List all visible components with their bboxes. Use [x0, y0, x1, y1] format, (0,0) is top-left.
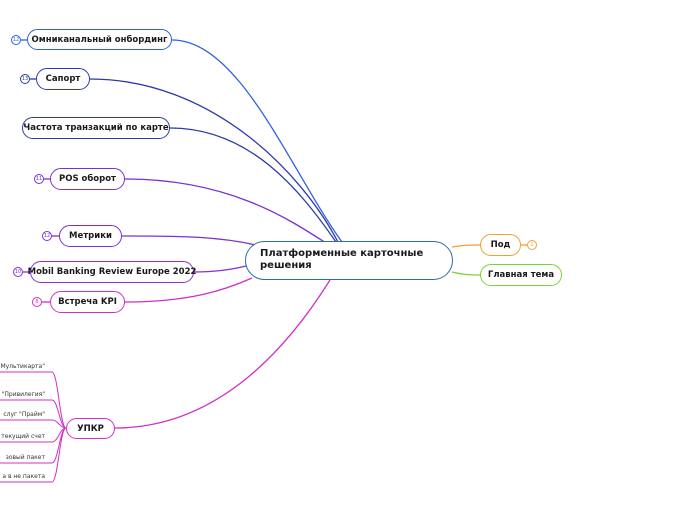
topic-metrics-label: Метрики: [69, 231, 112, 241]
topic-pos-turnover-label: POS оборот: [58, 174, 116, 184]
badge-kpi[interactable]: 8: [32, 297, 42, 307]
badge-support[interactable]: 13: [20, 74, 30, 84]
link-kpi: [124, 277, 253, 303]
badge-pos[interactable]: 11: [34, 174, 44, 184]
topic-upkr[interactable]: УПКР: [66, 418, 115, 439]
link-mbr: [193, 265, 247, 273]
topic-pos-turnover[interactable]: POS оборот: [50, 168, 125, 190]
topic-main-topic-label: Главная тема: [487, 270, 555, 280]
topic-metrics[interactable]: Метрики: [59, 225, 122, 247]
upkr-leaf-1[interactable]: Мультикарта": [0, 363, 45, 370]
link-upkr: [114, 279, 331, 429]
topic-card-transaction-frequency-label: Частота транзакций по карте: [23, 123, 169, 133]
badge-pod[interactable]: 1: [527, 240, 537, 250]
topic-kpi-meeting[interactable]: Встреча KPI: [50, 291, 125, 313]
link-pos: [124, 178, 327, 244]
upkr-leaf-link-2: [51, 399, 67, 429]
upkr-leaf-2[interactable]: "Привилегия": [1, 391, 45, 398]
link-main: [451, 271, 481, 276]
badge-mbr[interactable]: 10: [13, 267, 23, 277]
topic-main-topic[interactable]: Главная тема: [480, 264, 562, 286]
badge-metrics[interactable]: 12: [42, 231, 52, 241]
topic-omni-onboarding-label: Омниканальный онбординг: [31, 34, 168, 45]
upkr-leaf-link-1: [51, 371, 67, 429]
topic-mobile-banking-review[interactable]: Mobil Banking Review Europe 2022: [27, 261, 197, 283]
upkr-leaf-link-6: [51, 427, 67, 483]
topic-card-transaction-frequency[interactable]: Частота транзакций по карте: [22, 117, 170, 139]
topic-kpi-meeting-label: Встреча KPI: [58, 297, 117, 307]
upkr-leaf-4[interactable]: текущий счет: [1, 433, 45, 440]
upkr-leaf-3[interactable]: слуг "Прайм": [3, 411, 45, 418]
upkr-leaf-5[interactable]: зовый пакет: [5, 454, 45, 461]
topic-support[interactable]: Сапорт: [36, 68, 90, 90]
topic-upkr-label: УПКР: [77, 423, 104, 434]
link-freq: [169, 127, 337, 243]
topic-pod[interactable]: Под: [480, 234, 521, 256]
link-omni: [171, 39, 343, 243]
topic-support-label: Сапорт: [45, 74, 81, 84]
link-pod: [451, 244, 481, 248]
link-metrics: [121, 235, 257, 246]
topic-mobile-banking-review-label: Mobil Banking Review Europe 2022: [27, 267, 197, 277]
link-support: [89, 78, 339, 243]
central-topic[interactable]: Платформенные карточные решения: [245, 241, 453, 280]
upkr-leaf-link-3: [51, 419, 67, 429]
badge-omni[interactable]: 12: [11, 35, 21, 45]
central-topic-label: Платформенные карточные решения: [260, 248, 424, 271]
topic-omni-onboarding[interactable]: Омниканальный онбординг: [27, 29, 172, 50]
upkr-leaf-6[interactable]: а в не пакета: [2, 473, 45, 480]
topic-pod-label: Под: [490, 240, 511, 250]
